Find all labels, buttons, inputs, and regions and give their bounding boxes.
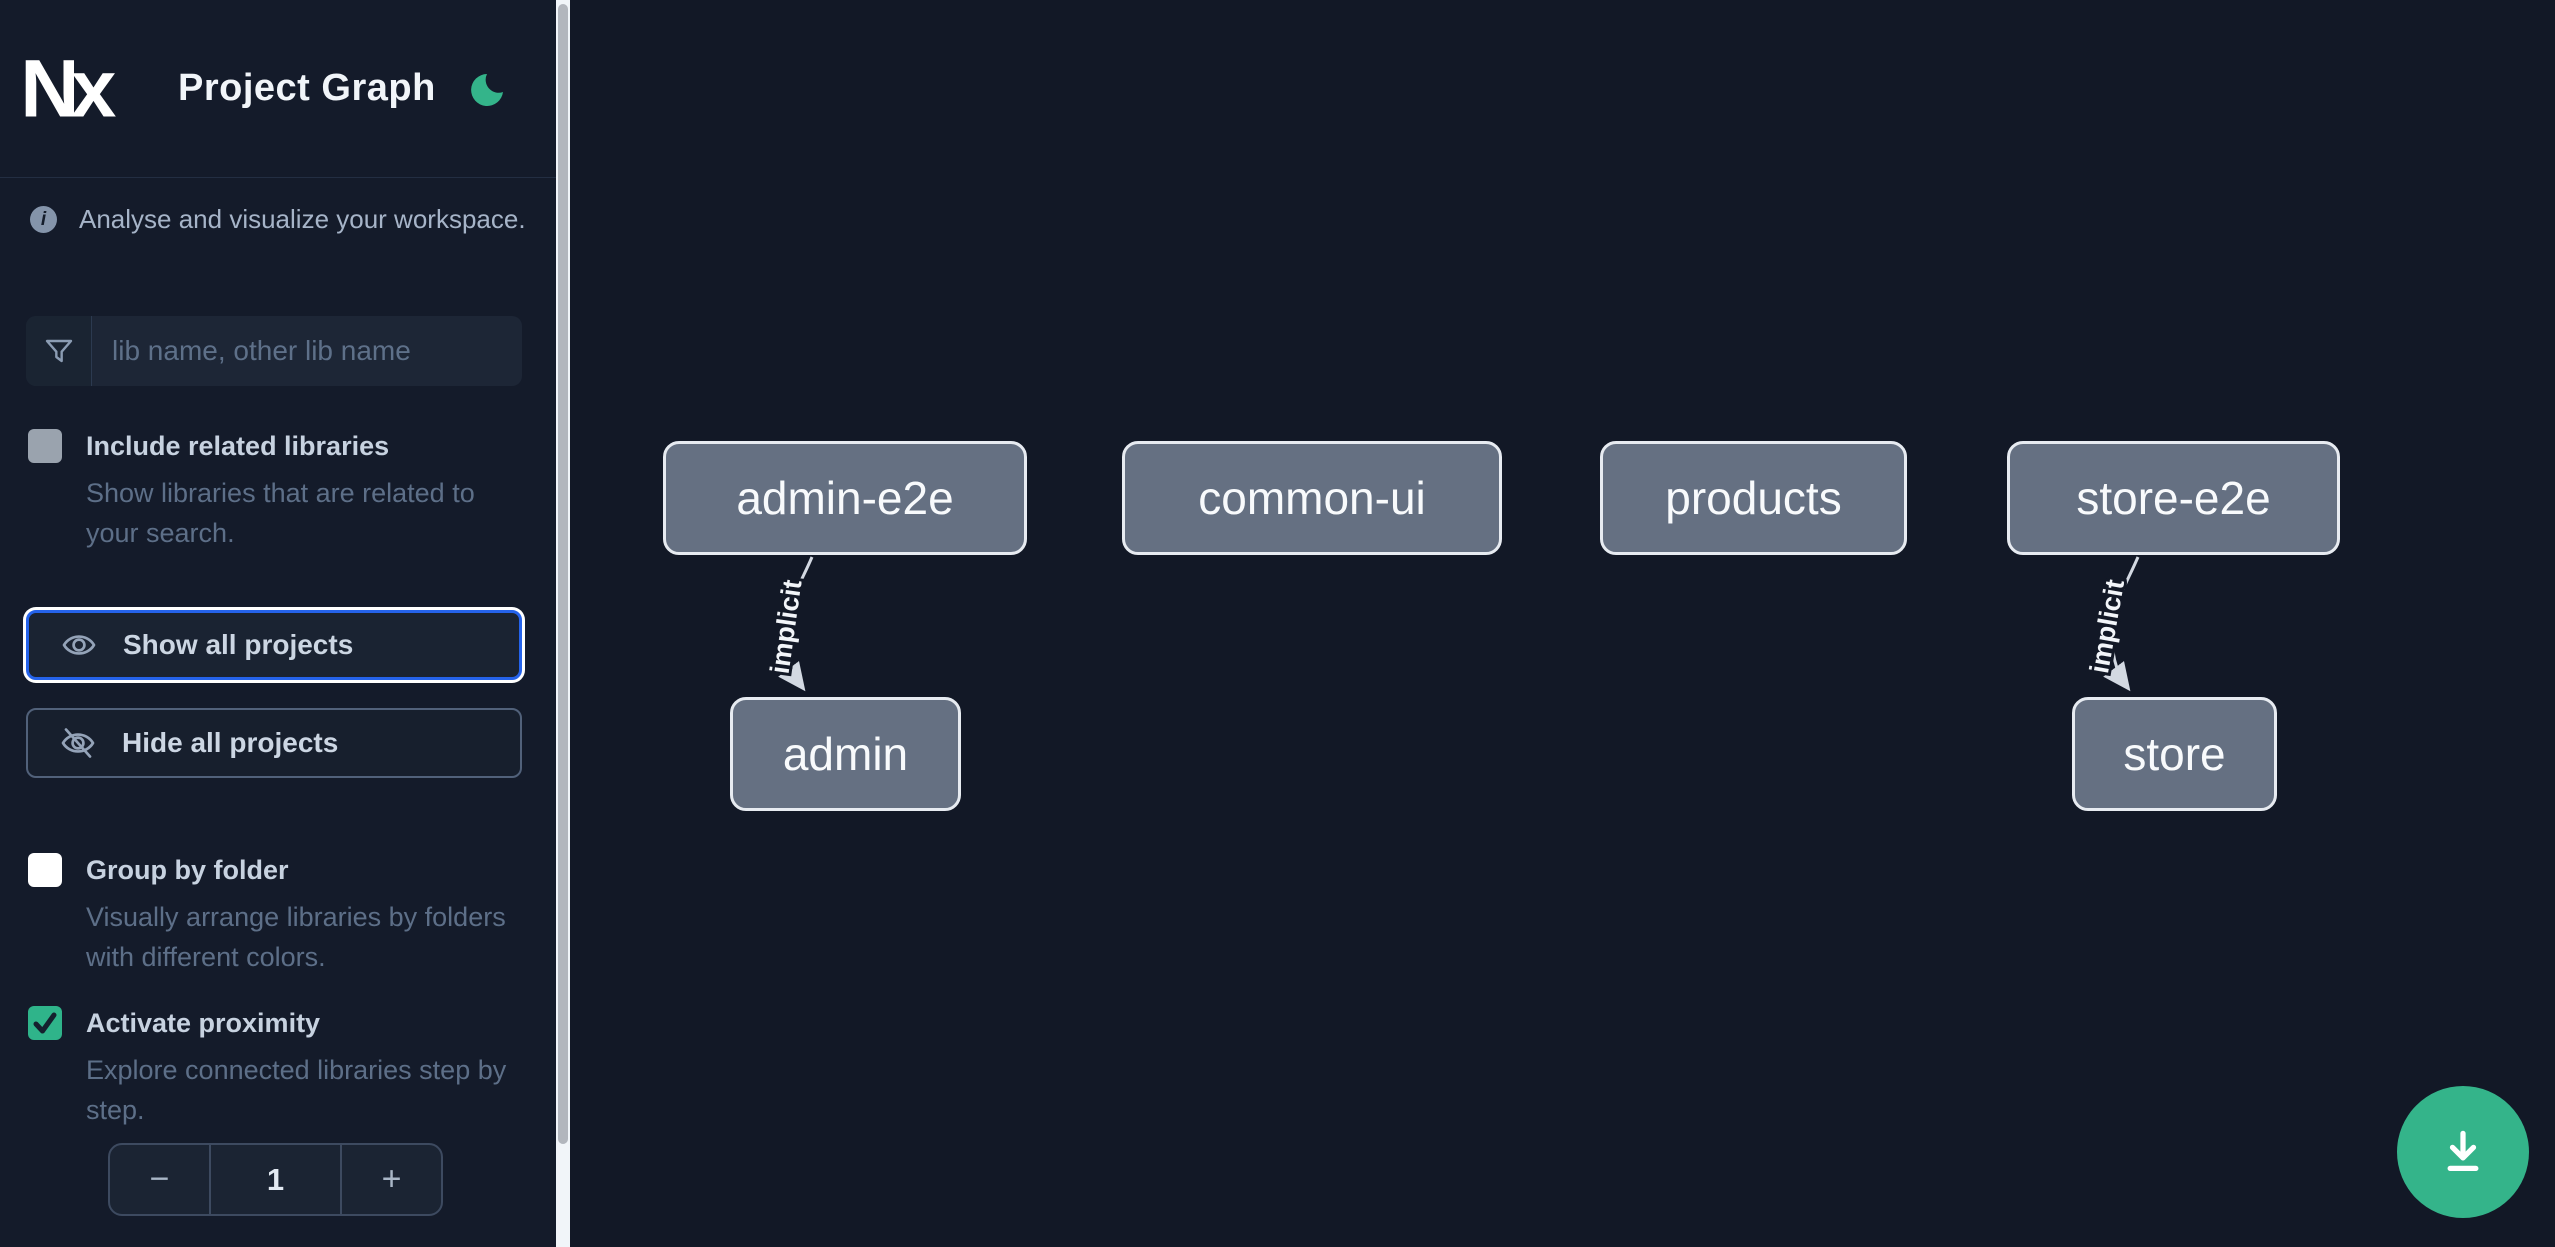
graph-node-admin[interactable]: admin [730, 697, 961, 811]
checkmark-icon [33, 1012, 57, 1034]
stepper-value: 1 [209, 1145, 342, 1214]
filter-input[interactable] [92, 316, 522, 386]
funnel-icon [26, 316, 92, 386]
moon-icon [471, 73, 503, 106]
sidebar: Nx Project Graph i Analyse and visualize… [0, 0, 556, 1247]
graph-node-store[interactable]: store [2072, 697, 2277, 811]
eye-icon [62, 635, 96, 655]
sidebar-header: Nx Project Graph [0, 0, 556, 178]
show-all-projects-button[interactable]: Show all projects [26, 610, 522, 680]
nx-logo-icon: Nx [24, 46, 122, 132]
stepper-decrement-button[interactable]: − [110, 1145, 209, 1214]
graph-node-store-e2e[interactable]: store-e2e [2007, 441, 2340, 555]
theme-toggle-button[interactable] [470, 72, 504, 106]
graph-node-admin-e2e[interactable]: admin-e2e [663, 441, 1027, 555]
download-image-button[interactable] [2397, 1086, 2529, 1218]
tagline-text: Analyse and visualize your workspace. [79, 204, 526, 234]
checkbox-item-activate-proximity: Activate proximity Explore connected lib… [28, 1004, 533, 1130]
tagline-row: i Analyse and visualize your workspace. [30, 204, 526, 235]
checkbox-label[interactable]: Activate proximity [86, 1008, 321, 1038]
checkbox-label[interactable]: Include related libraries [86, 431, 390, 461]
sidebar-scrollbar-thumb[interactable] [558, 4, 568, 1144]
hide-all-projects-button[interactable]: Hide all projects [26, 708, 522, 778]
checkbox-include-related[interactable] [28, 429, 62, 463]
graph-node-products[interactable]: products [1600, 441, 1907, 555]
filter-box [26, 316, 522, 386]
checkbox-description: Explore connected libraries step by step… [86, 1055, 507, 1125]
hide-all-projects-label: Hide all projects [122, 727, 339, 758]
checkbox-activate-proximity[interactable] [28, 1006, 62, 1040]
proximity-depth-stepper: − 1 + [108, 1143, 443, 1216]
stepper-increment-button[interactable]: + [342, 1145, 441, 1214]
graph-canvas[interactable] [570, 0, 2555, 1247]
info-icon: i [30, 206, 57, 233]
checkbox-item-group-by-folder: Group by folder Visually arrange librari… [28, 851, 533, 977]
page-title: Project Graph [178, 67, 436, 109]
checkbox-item-include-related: Include related libraries Show libraries… [28, 427, 533, 553]
download-icon [2447, 1130, 2479, 1171]
show-all-projects-label: Show all projects [123, 629, 354, 660]
checkbox-description: Show libraries that are related to your … [86, 478, 475, 548]
eye-off-icon [61, 728, 95, 758]
checkbox-description: Visually arrange libraries by folders wi… [86, 902, 506, 972]
graph-node-common-ui[interactable]: common-ui [1122, 441, 1502, 555]
checkbox-label[interactable]: Group by folder [86, 855, 289, 885]
checkbox-group-by-folder[interactable] [28, 853, 62, 887]
nx-logo-text: Nx [24, 46, 117, 132]
